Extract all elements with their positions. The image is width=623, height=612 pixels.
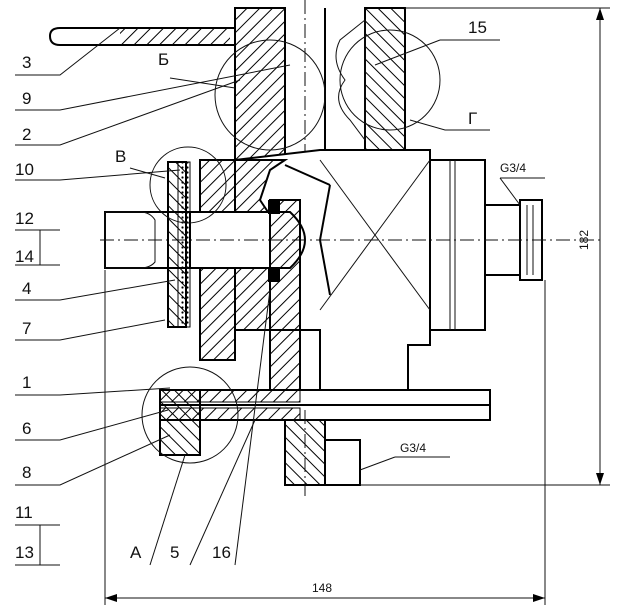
detail-circle-a — [141, 366, 239, 464]
bottom-flange — [159, 389, 491, 456]
dimension-height — [360, 7, 610, 486]
label-6: 6 — [22, 419, 31, 438]
label-9: 9 — [22, 89, 31, 108]
packing — [167, 161, 191, 328]
detail-circle-b — [214, 39, 326, 151]
label-14: 14 — [15, 247, 34, 266]
handle — [48, 27, 236, 46]
label-1: 1 — [22, 373, 31, 392]
dim-width: 148 — [312, 581, 332, 595]
label-13: 13 — [15, 543, 34, 562]
label-2: 2 — [22, 125, 31, 144]
label-4: 4 — [22, 279, 31, 298]
label-b-cyr: Б — [158, 50, 169, 69]
label-11: 11 — [15, 503, 33, 522]
dim-thread-bottom: G3/4 — [400, 441, 426, 455]
leader-lines — [15, 27, 545, 566]
label-12: 12 — [15, 209, 34, 228]
dimension-width — [104, 270, 546, 605]
upper-housing-left — [234, 7, 286, 171]
label-8: 8 — [22, 463, 31, 482]
upper-housing-right — [335, 7, 406, 151]
label-g-cyr: Г — [468, 109, 477, 128]
detail-circle-g — [339, 29, 441, 131]
stem-channel — [284, 0, 326, 175]
detail-circle-v — [149, 146, 227, 224]
dim-height: 182 — [577, 230, 591, 250]
label-15: 15 — [468, 18, 487, 37]
label-7: 7 — [22, 319, 31, 338]
plug-stem — [268, 199, 301, 396]
label-3: 3 — [22, 53, 31, 72]
right-flange — [429, 159, 486, 331]
label-10: 10 — [15, 160, 34, 179]
bottom-nozzle — [284, 410, 361, 500]
label-5: 5 — [170, 543, 179, 562]
label-v-cyr: В — [115, 147, 126, 166]
plug-cross — [284, 159, 431, 311]
dim-thread-side: G3/4 — [500, 161, 526, 175]
label-16: 16 — [212, 543, 231, 562]
label-a: А — [130, 543, 142, 562]
